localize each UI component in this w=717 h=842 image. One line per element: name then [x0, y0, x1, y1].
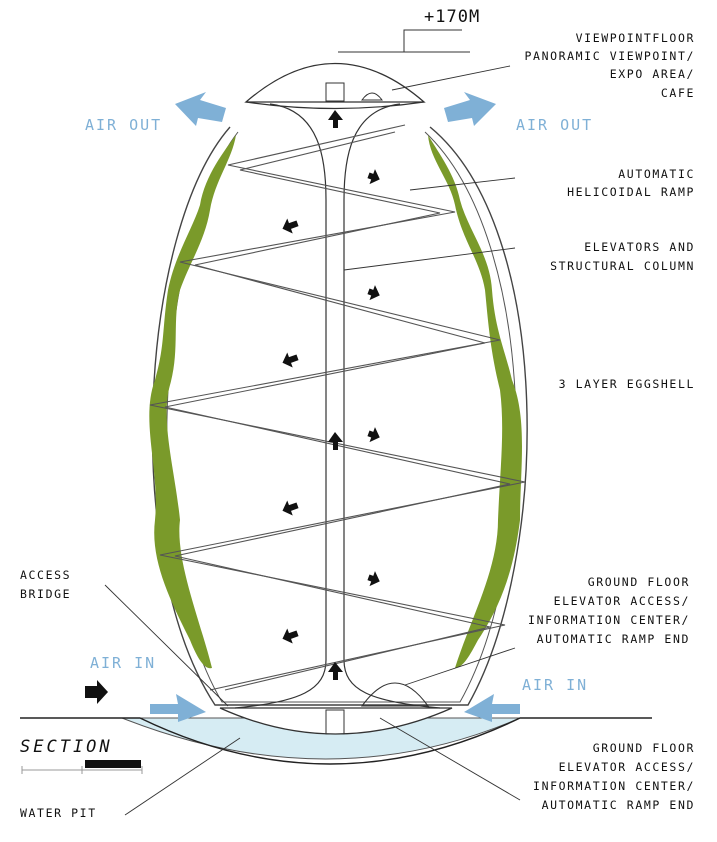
ground-right-label-1: GROUND FLOOR [588, 575, 690, 589]
arrow-up-icon [328, 110, 343, 680]
water-pit [121, 717, 521, 760]
air-flow-arrow-icon [150, 92, 520, 722]
eggshell-label: 3 LAYER EGGSHELL [559, 377, 695, 391]
height-marker [338, 29, 470, 53]
viewpoint-floor [245, 101, 425, 110]
air-in-right-label: AIR IN [522, 676, 588, 694]
ground-right-label-3: INFORMATION CENTER/ [528, 613, 690, 627]
viewpoint-label-3: EXPO AREA/ [610, 67, 695, 81]
ground-line [20, 717, 652, 765]
ground-bottom-label-4: AUTOMATIC RAMP END [542, 798, 695, 812]
ground-bottom-label-2: ELEVATOR ACCESS/ [559, 760, 695, 774]
ground-floor-dome [360, 682, 430, 707]
scale-bar [21, 760, 143, 774]
structural-column [234, 103, 441, 709]
eggshell-outer [151, 126, 528, 706]
viewpoint-label-1: VIEWPOINTFLOOR [576, 31, 695, 45]
air-in-left-label: AIR IN [90, 654, 156, 672]
elevators-label-2: STRUCTURAL COLUMN [550, 259, 695, 273]
ramp-label-1: AUTOMATIC [618, 167, 695, 181]
ground-right-label-2: ELEVATOR ACCESS/ [554, 594, 690, 608]
arrow-left-icon [282, 218, 299, 644]
ramp-label-2: HELICOIDAL RAMP [567, 185, 695, 199]
helicoidal-ramp [149, 124, 526, 691]
base-elevator-box [325, 709, 345, 735]
viewpoint-label-4: CAFE [661, 86, 695, 100]
ground-bottom-label-3: INFORMATION CENTER/ [533, 779, 695, 793]
viewpoint-cafe-shape [361, 92, 383, 101]
leader-lines [104, 65, 521, 816]
arrow-right-icon [367, 169, 380, 587]
ground-bottom-label-1: GROUND FLOOR [593, 741, 695, 755]
air-out-left-label: AIR OUT [85, 116, 162, 134]
access-arrow-icon [85, 680, 108, 704]
viewpoint-label-2: PANORAMIC VIEWPOINT/ [525, 49, 695, 63]
section-label: SECTION [20, 737, 113, 757]
ground-right-label-4: AUTOMATIC RAMP END [537, 632, 690, 646]
air-out-right-label: AIR OUT [516, 116, 593, 134]
height-label: +170M [424, 7, 480, 27]
water-pit-label: WATER PIT [20, 806, 97, 820]
green-layer-right [428, 135, 522, 668]
access-bridge-label-1: ACCESS [20, 568, 71, 582]
elevators-label-1: ELEVATORS AND [584, 240, 695, 254]
viewpoint-elevator-box [325, 82, 345, 102]
green-layer-left [149, 135, 236, 669]
access-bridge-label-2: BRIDGE [20, 587, 71, 601]
